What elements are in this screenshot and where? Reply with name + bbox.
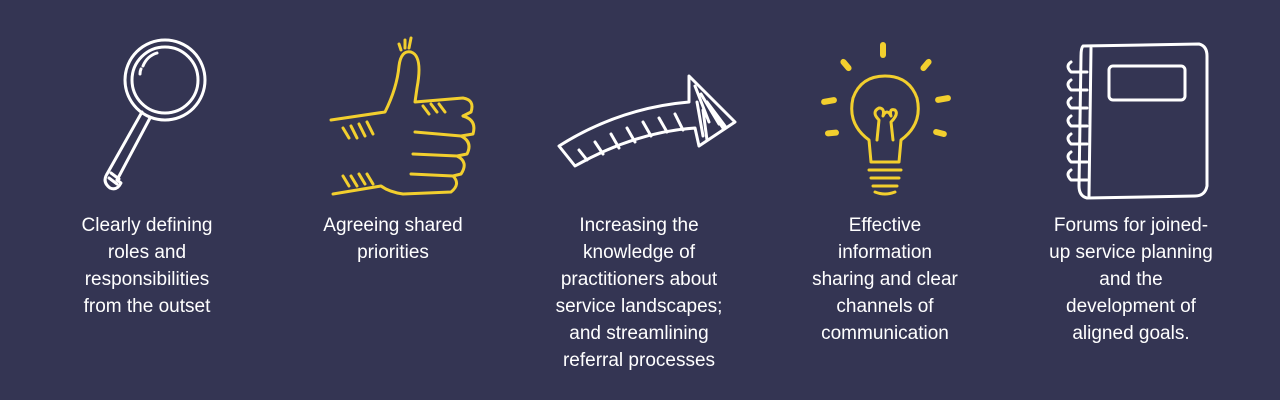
feature-caption: Clearly defining roles and responsibilit…	[81, 215, 213, 317]
feature-item-knowledge: Increasing the knowledge of practitioner…	[524, 36, 754, 374]
feature-item-information: Effective information sharing and clear …	[770, 36, 1000, 347]
feature-item-forums: Forums for joined- up service planning a…	[1016, 36, 1246, 347]
thumbs-up-icon	[293, 36, 493, 206]
feature-item-priorities: Agreeing shared priorities	[278, 36, 508, 266]
magnifying-glass-icon	[47, 36, 247, 206]
arrow-icon	[539, 36, 739, 206]
notebook-icon	[1031, 36, 1231, 206]
feature-caption: Increasing the knowledge of practitioner…	[555, 215, 723, 371]
feature-caption: Forums for joined- up service planning a…	[1049, 215, 1213, 344]
feature-caption: Agreeing shared priorities	[323, 215, 463, 263]
lightbulb-icon	[785, 36, 985, 206]
feature-caption: Effective information sharing and clear …	[812, 215, 958, 344]
feature-item-roles: Clearly defining roles and responsibilit…	[32, 36, 262, 320]
